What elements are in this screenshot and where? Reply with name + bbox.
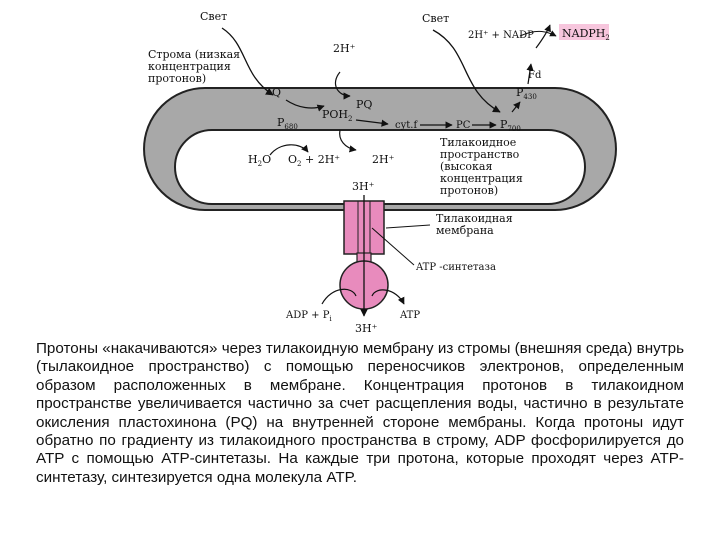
thylakoid-membrane xyxy=(143,87,617,211)
membrane-label: Тилакоидная мембрана xyxy=(436,212,516,237)
pq-label: PQ xyxy=(356,98,372,111)
p680-label: P680 xyxy=(277,116,298,131)
adp-label: ADP + Pi xyxy=(285,310,332,323)
q-label: Q xyxy=(272,86,281,99)
stroma-label: Строма (низкая концентрация протонов) xyxy=(148,48,244,85)
caption-text: Протоны «накачиваются» через тилакоидную… xyxy=(36,340,684,486)
atp-synthase-label: ATP -синтетаза xyxy=(415,262,496,273)
pc-label: PC xyxy=(456,120,471,131)
light-label-right: Свет xyxy=(422,12,449,25)
nadp-reaction: 2H⁺ + NADP xyxy=(468,30,534,41)
o2-label: O2 + 2H⁺ xyxy=(288,153,340,168)
atp-label: ATP xyxy=(399,310,420,321)
p700-label: P700 xyxy=(500,118,521,133)
light-label-left: Свет xyxy=(200,10,227,23)
proton-3h-top: 3H⁺ xyxy=(352,180,375,193)
p430-label: P430 xyxy=(516,86,537,101)
proton-3h-bottom: 3H⁺ xyxy=(355,322,378,335)
proton-2h-inner: 2H⁺ xyxy=(372,153,395,166)
fd-label: Fd xyxy=(528,70,542,81)
h2o-label: H2O xyxy=(248,153,271,168)
cytf-label: cyt.f xyxy=(395,120,418,131)
lumen-label: Тилакоидное пространство (высокая концен… xyxy=(440,136,526,197)
nadph-label-box xyxy=(559,24,609,40)
poh2-label: POH2 xyxy=(322,108,352,123)
nadph2-label: NADPH2 xyxy=(562,27,610,42)
proton-2h-top: 2H⁺ xyxy=(333,42,356,55)
thylakoid-diagram: Свет Свет Строма (низкая концентрация пр… xyxy=(143,10,617,335)
